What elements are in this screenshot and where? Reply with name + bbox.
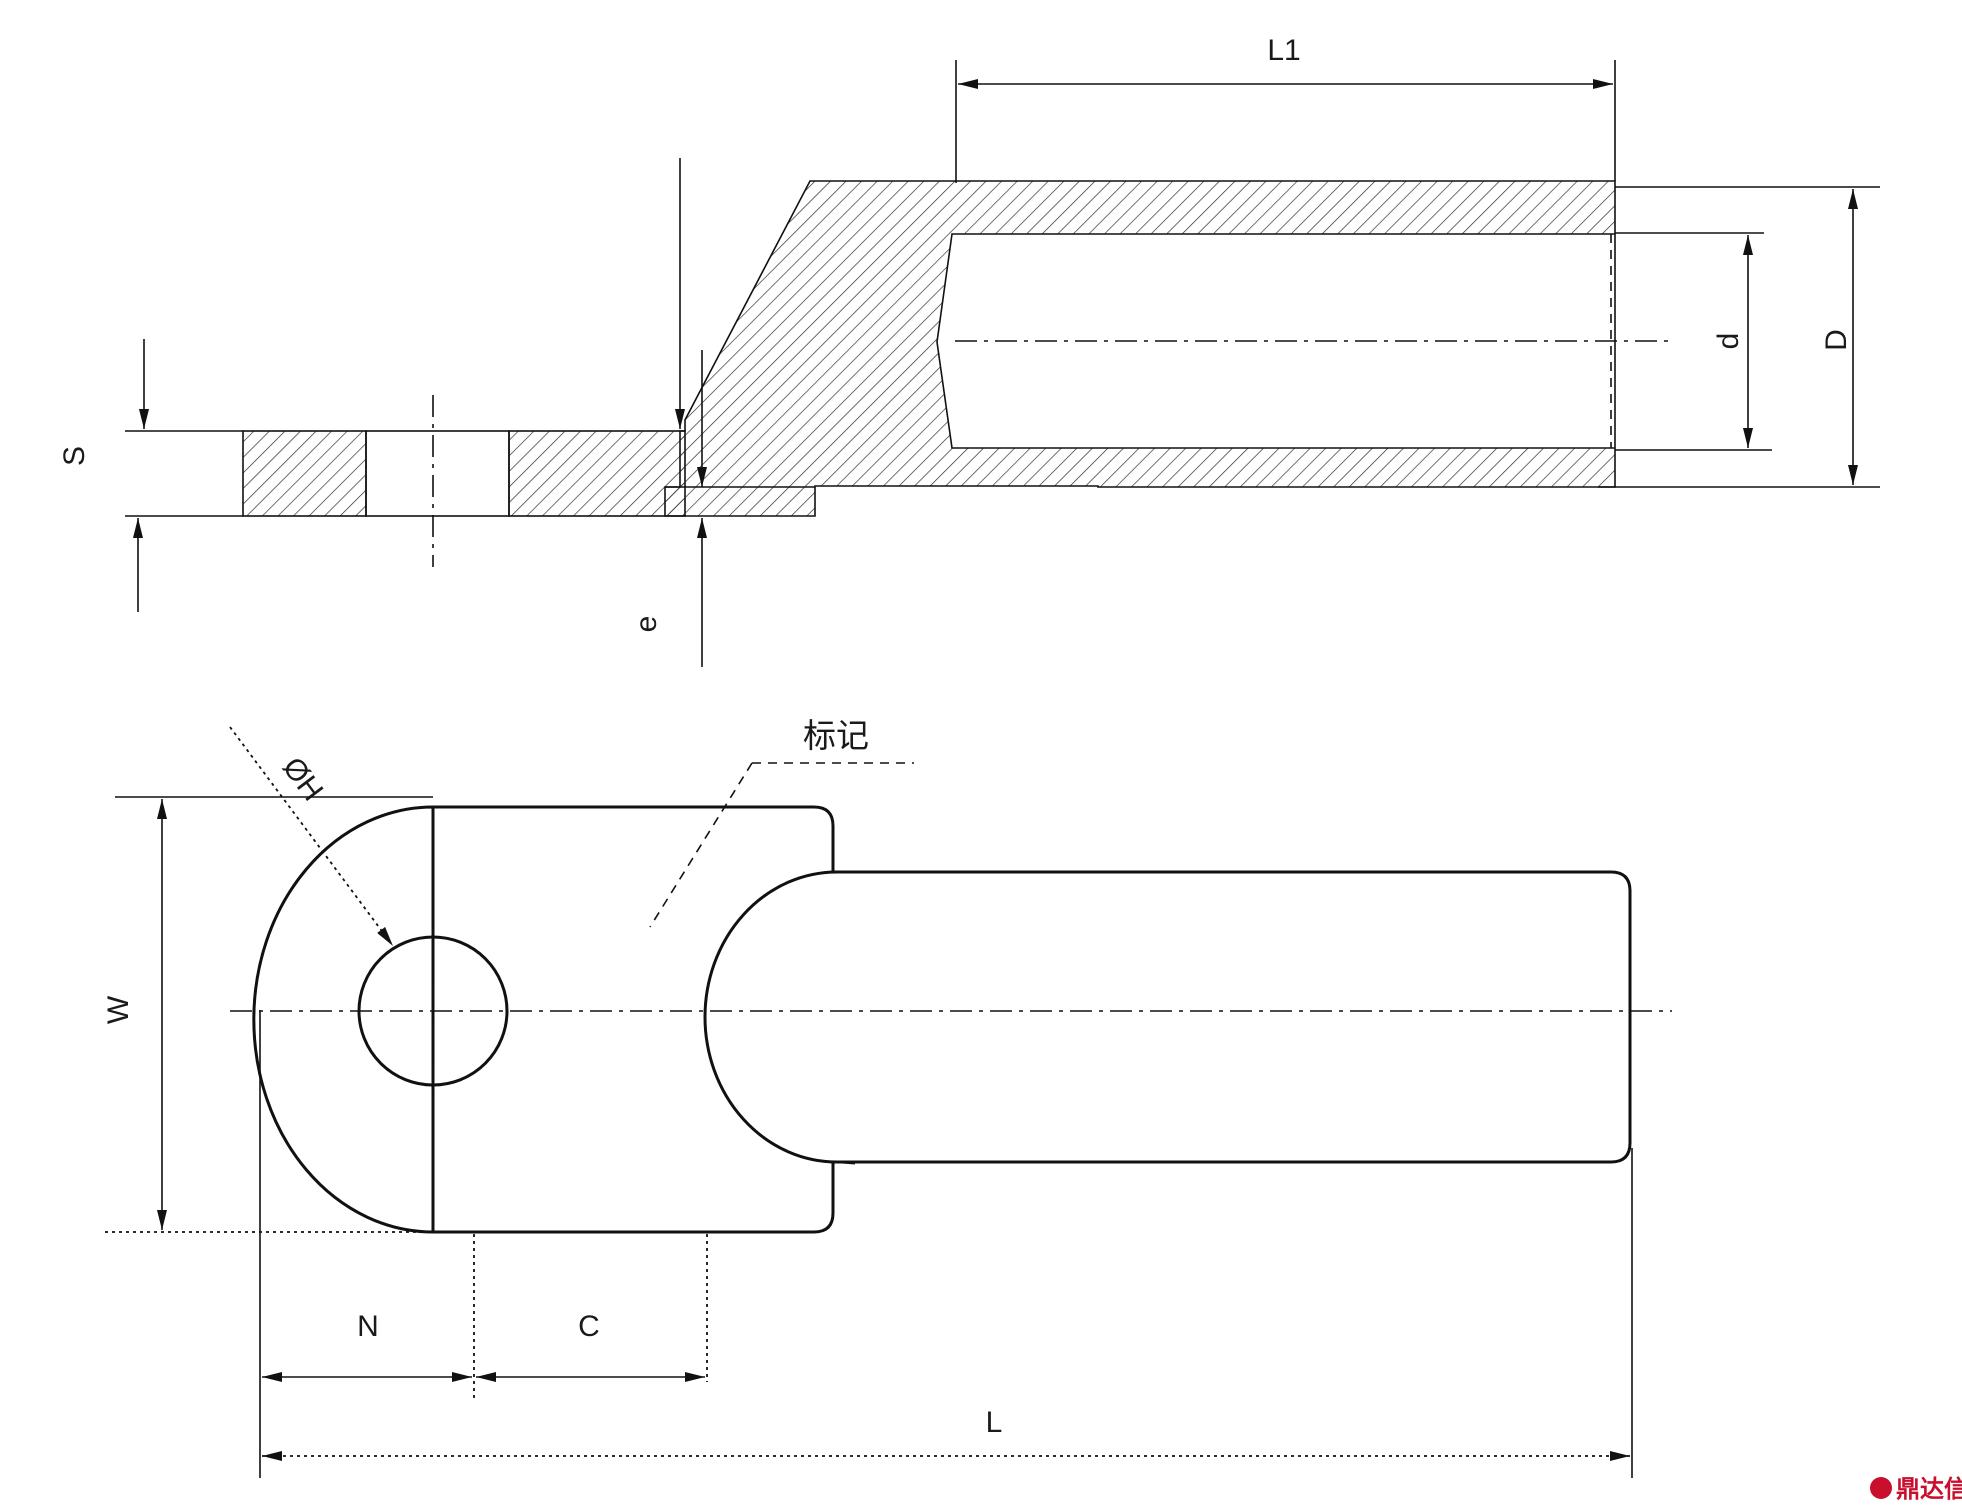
watermark-logo: 鼎达信 <box>1870 1475 1962 1503</box>
watermark-text: 鼎达信 <box>1896 1475 1962 1503</box>
side-dimensions: L1 D d S e <box>58 34 1880 667</box>
palm-outline <box>252 805 856 1234</box>
phi-h-leader <box>229 726 394 947</box>
label-d: d <box>1712 333 1745 350</box>
label-N: N <box>357 1310 379 1343</box>
label-C: C <box>578 1310 600 1343</box>
palm-section-left <box>242 430 367 517</box>
label-L: L <box>986 1406 1003 1439</box>
label-phi-h: ØH <box>276 751 329 807</box>
label-e: e <box>630 616 663 633</box>
barrel-section <box>664 180 1616 517</box>
label-S: S <box>58 446 91 466</box>
palm-hole <box>365 430 510 517</box>
label-mark: 标记 <box>803 716 869 755</box>
palm-section-right <box>508 430 686 517</box>
mark-leader <box>649 762 753 928</box>
watermark-emblem-icon <box>1870 1477 1892 1499</box>
barrel-outline <box>703 870 1632 1164</box>
plan-view <box>230 805 1672 1234</box>
plan-dimensions: ØH 标记 W N C L <box>102 716 1633 1478</box>
side-section-view <box>242 180 1672 567</box>
label-l1: L1 <box>1267 34 1300 67</box>
label-W: W <box>102 995 135 1024</box>
label-D: D <box>1820 329 1853 351</box>
